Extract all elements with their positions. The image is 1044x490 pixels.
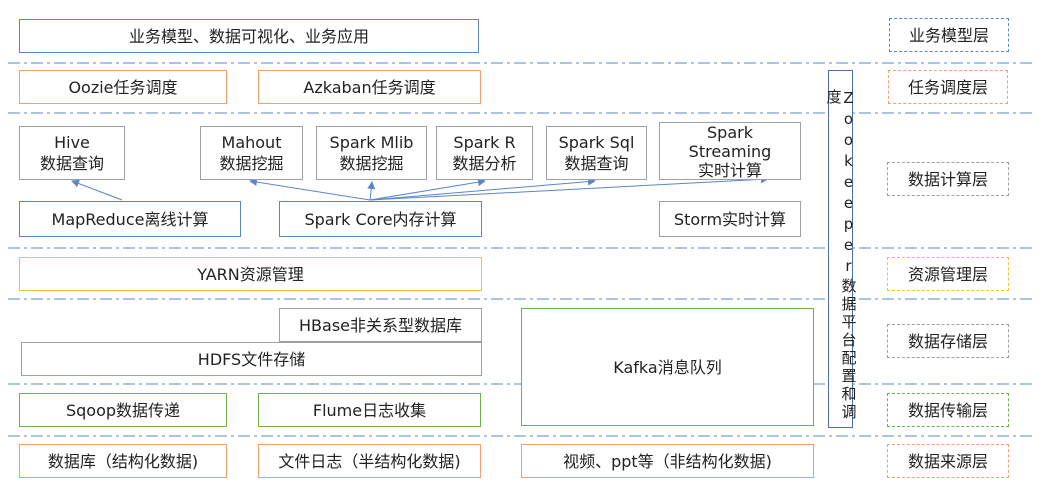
media-source-box: 视频、ppt等（非结构化数据) — [521, 444, 814, 478]
arrow-sparkcore-sparksql — [369, 177, 596, 201]
oozie-label: Oozie任务调度 — [68, 77, 178, 97]
mahout-title: Mahout — [221, 133, 282, 152]
hbase-label: HBase非关系型数据库 — [299, 315, 462, 335]
layer-label-compute-text: 数据计算层 — [907, 169, 988, 189]
sqoop-box: Sqoop数据传递 — [19, 393, 227, 427]
database-source-box: 数据库（结构化数据) — [19, 444, 227, 478]
business-application-box: 业务模型、数据可视化、业务应用 — [19, 19, 479, 53]
layer-label-compute: 数据计算层 — [887, 162, 1009, 196]
layer-label-business: 业务模型层 — [889, 18, 1009, 52]
arrow-sparkcore-mllib — [367, 181, 376, 201]
spark-streaming-title-1: Spark — [707, 122, 753, 142]
spark-streaming-title-2: Streaming — [688, 141, 772, 161]
hdfs-box: HDFS文件存储 — [21, 342, 482, 376]
sqoop-label: Sqoop数据传递 — [65, 400, 181, 420]
arrow-mapreduce-hive — [71, 179, 123, 201]
kafka-label: Kafka消息队列 — [613, 357, 722, 377]
spark-sql-title: Spark Sql — [558, 133, 635, 152]
mahout-subtitle: 数据挖掘 — [219, 154, 284, 173]
mahout-box: Mahout 数据挖掘 — [200, 126, 303, 180]
spark-core-box: Spark Core内存计算 — [279, 201, 482, 237]
layer-label-source-text: 数据来源层 — [907, 451, 988, 471]
spark-sql-subtitle: 数据查询 — [564, 154, 629, 173]
spark-r-box: Spark R 数据分析 — [436, 126, 533, 180]
layer-label-scheduling-text: 任务调度层 — [907, 77, 988, 97]
mapreduce-box: MapReduce离线计算 — [19, 201, 241, 237]
business-application-label: 业务模型、数据可视化、业务应用 — [128, 26, 369, 46]
arrow-sparkcore-sparkr — [369, 178, 486, 201]
oozie-box: Oozie任务调度 — [19, 70, 227, 104]
layer-label-business-text: 业务模型层 — [908, 25, 989, 45]
layer-label-source: 数据来源层 — [887, 444, 1009, 478]
database-source-label: 数据库（结构化数据) — [47, 451, 199, 471]
spark-streaming-subtitle: 实时计算 — [697, 160, 762, 180]
layer-label-scheduling: 任务调度层 — [888, 70, 1008, 104]
zookeeper-bar: Zookeeper数据平台配置和调度 — [824, 70, 858, 428]
spark-mlib-box: Spark Mlib 数据挖掘 — [316, 126, 427, 180]
flume-label: Flume日志收集 — [312, 400, 427, 420]
zookeeper-label: Zookeeper数据平台配置和调度 — [824, 89, 858, 422]
spark-sql-box: Spark Sql 数据查询 — [546, 126, 647, 180]
spark-core-label: Spark Core内存计算 — [304, 209, 457, 229]
layer-label-storage: 数据存储层 — [887, 324, 1009, 358]
file-log-source-label: 文件日志（半结构化数据) — [278, 451, 461, 471]
yarn-label: YARN资源管理 — [197, 264, 304, 284]
hdfs-label: HDFS文件存储 — [197, 349, 306, 369]
spark-mlib-title: Spark Mlib — [329, 133, 414, 152]
hive-box: Hive 数据查询 — [19, 126, 125, 180]
mapreduce-label: MapReduce离线计算 — [51, 209, 209, 229]
file-log-source-box: 文件日志（半结构化数据) — [258, 444, 481, 478]
arrow-sparkcore-streaming — [369, 175, 769, 201]
yarn-box: YARN资源管理 — [19, 257, 482, 291]
spark-mlib-subtitle: 数据挖掘 — [339, 154, 404, 173]
azkaban-box: Azkaban任务调度 — [258, 70, 481, 104]
hive-title: Hive — [54, 133, 90, 152]
spark-r-title: Spark R — [453, 133, 516, 152]
layer-label-resource: 资源管理层 — [887, 257, 1009, 291]
flume-box: Flume日志收集 — [258, 393, 481, 427]
kafka-box: Kafka消息队列 — [521, 308, 814, 426]
storm-label: Storm实时计算 — [673, 209, 787, 229]
hbase-box: HBase非关系型数据库 — [279, 308, 482, 342]
arrow-sparkcore-mahout — [249, 178, 371, 201]
storm-box: Storm实时计算 — [659, 201, 801, 237]
layer-label-transfer-text: 数据传输层 — [907, 400, 988, 420]
layer-label-transfer: 数据传输层 — [887, 393, 1009, 427]
azkaban-label: Azkaban任务调度 — [303, 77, 436, 97]
layer-label-resource-text: 资源管理层 — [907, 264, 988, 284]
spark-r-subtitle: 数据分析 — [452, 154, 517, 173]
hive-subtitle: 数据查询 — [39, 154, 104, 173]
layer-label-storage-text: 数据存储层 — [907, 331, 988, 351]
media-source-label: 视频、ppt等（非结构化数据) — [563, 451, 772, 471]
